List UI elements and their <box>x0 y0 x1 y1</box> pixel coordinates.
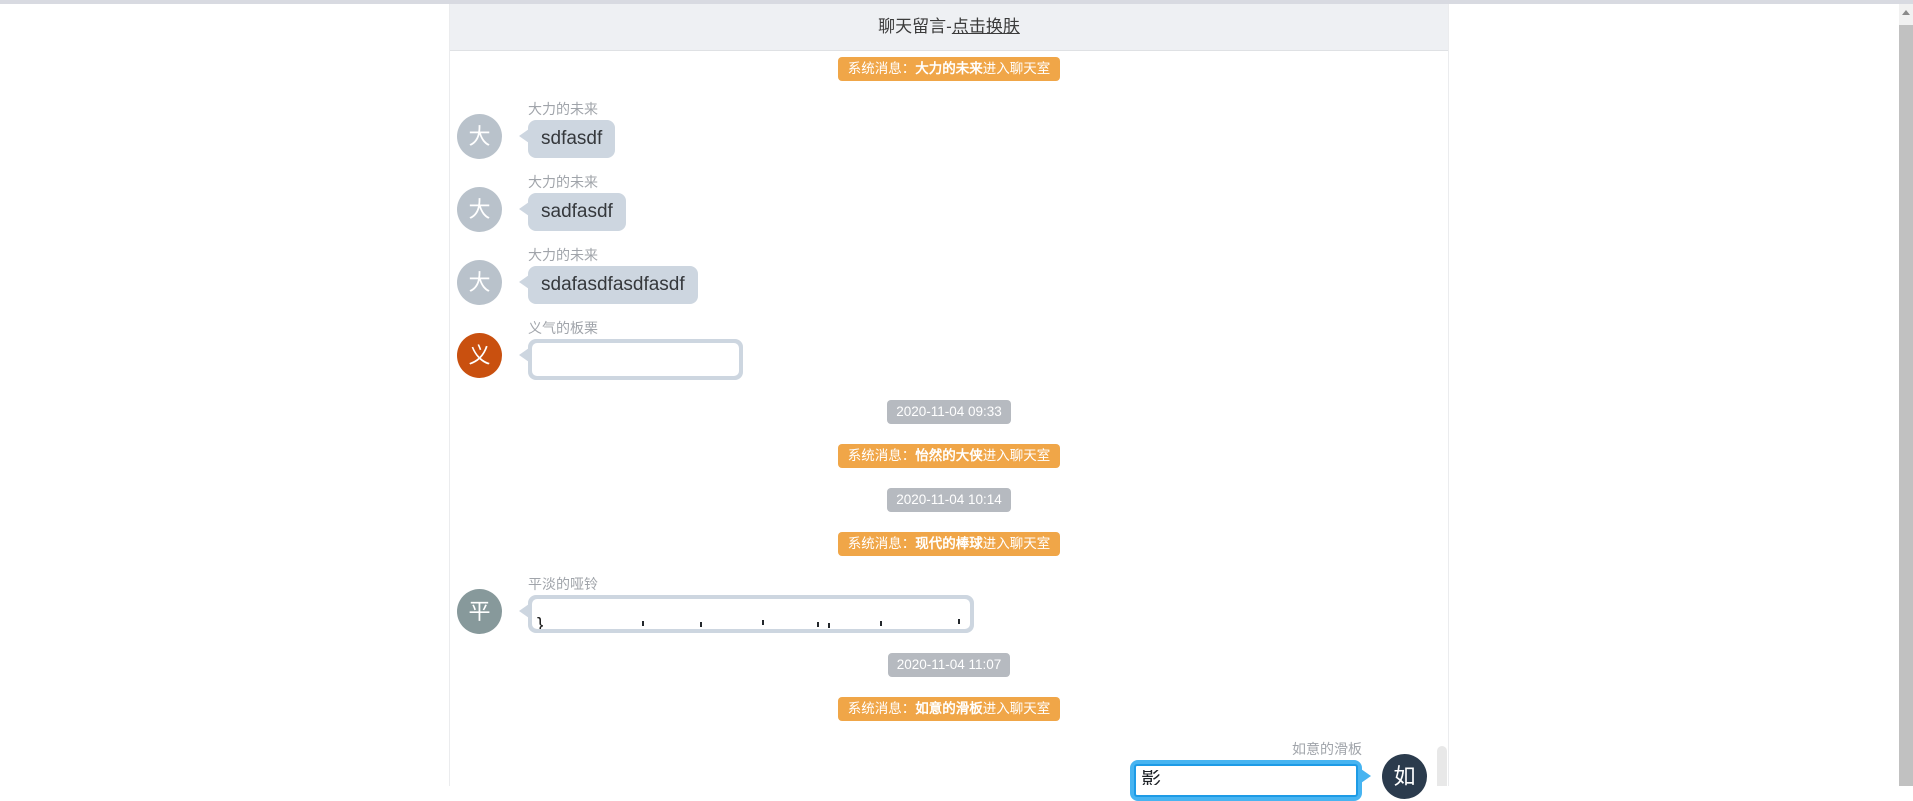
message-body: 大力的未来 sdafasdfasdfasdf <box>519 247 1438 304</box>
system-message-badge: 系统消息：现代的棒球进入聊天室 <box>837 532 1061 556</box>
window-top-edge <box>0 0 1913 4</box>
system-message-badge: 系统消息：怡然的大侠进入聊天室 <box>837 444 1061 468</box>
message-body: 大力的未来 sadfasdf <box>519 174 1438 231</box>
chat-header: 聊天留言-点击换肤 <box>450 4 1448 51</box>
empty-input-box[interactable] <box>532 343 739 376</box>
timestamp-row: 2020-11-04 11:07 <box>460 653 1438 677</box>
system-message-row: 系统消息：现代的棒球进入聊天室 <box>460 532 1438 556</box>
system-message-username: 现代的棒球 <box>915 536 983 551</box>
system-message-suffix: 进入聊天室 <box>982 536 1051 551</box>
page-title: 聊天留言- <box>878 17 952 36</box>
focused-input-box[interactable]: 影 <box>1134 764 1358 797</box>
message-body: 大力的未来 sdfasdf <box>518 101 1438 158</box>
system-message-prefix: 系统消息： <box>847 61 916 76</box>
message-bubble <box>519 339 743 380</box>
username-label: 义气的板栗 <box>528 320 598 336</box>
username-label: 大力的未来 <box>528 174 598 190</box>
change-skin-link[interactable]: 点击换肤 <box>951 17 1020 36</box>
user-avatar: 大 <box>457 260 502 305</box>
system-message-username: 大力的未来 <box>915 61 983 76</box>
message-list: 系统消息：大力的未来进入聊天室 大 大力的未来 sdfasdf 大 大力的未来 … <box>450 51 1448 801</box>
clipped-text-fragment: } <box>537 615 544 629</box>
user-avatar: 义 <box>457 333 502 378</box>
chat-message-row: 义 义气的板栗 <box>457 320 1438 380</box>
system-message-suffix: 进入聊天室 <box>982 701 1051 716</box>
username-label: 大力的未来 <box>528 247 598 263</box>
timestamp-badge: 2020-11-04 09:33 <box>887 400 1011 424</box>
timestamp-badge: 2020-11-04 10:14 <box>887 488 1011 512</box>
message-bubble: sdfasdf <box>518 120 616 158</box>
username-label: 大力的未来 <box>528 101 598 117</box>
system-message-badge: 系统消息：如意的滑板进入聊天室 <box>837 697 1061 721</box>
chat-panel: 聊天留言-点击换肤 系统消息：大力的未来进入聊天室 大 大力的未来 sdfasd… <box>449 4 1449 801</box>
system-message-suffix: 进入聊天室 <box>982 61 1051 76</box>
clipped-text-box[interactable]: } <box>532 599 970 629</box>
message-bubble: sadfasdf <box>519 193 626 231</box>
username-label: 平淡的哑铃 <box>528 576 598 592</box>
message-body: 如意的滑板 影 <box>460 741 1371 801</box>
message-bubble: sdafasdfasdfasdf <box>519 266 698 304</box>
panel-scrollbar-thumb[interactable] <box>1437 746 1447 786</box>
message-body: 平淡的哑铃 } <box>519 576 1438 633</box>
chat-message-row: 如 如意的滑板 影 <box>460 741 1438 801</box>
chat-message-row: 大 大力的未来 sdfasdf <box>457 101 1438 159</box>
scroll-up-arrow-icon <box>1902 10 1910 15</box>
system-message-badge: 系统消息：大力的未来进入聊天室 <box>837 57 1061 81</box>
timestamp-row: 2020-11-04 10:14 <box>460 488 1438 512</box>
user-avatar: 如 <box>1382 754 1427 799</box>
browser-scrollbar[interactable] <box>1899 4 1913 786</box>
system-message-row: 系统消息：如意的滑板进入聊天室 <box>460 697 1438 721</box>
user-avatar: 平 <box>457 589 502 634</box>
scroll-up-button[interactable] <box>1899 4 1913 21</box>
timestamp-badge: 2020-11-04 11:07 <box>887 653 1011 677</box>
chat-message-row: 平 平淡的哑铃 } <box>457 576 1438 634</box>
browser-scrollbar-thumb[interactable] <box>1899 25 1913 786</box>
chat-message-row: 大 大力的未来 sdafasdfasdfasdf <box>457 247 1438 305</box>
system-message-username: 如意的滑板 <box>915 701 983 716</box>
system-message-prefix: 系统消息： <box>847 448 916 463</box>
username-label: 如意的滑板 <box>1292 741 1362 757</box>
system-message-row: 系统消息：大力的未来进入聊天室 <box>460 57 1438 81</box>
timestamp-row: 2020-11-04 09:33 <box>460 400 1438 424</box>
user-avatar: 大 <box>457 114 502 159</box>
message-bubble: } <box>519 595 974 633</box>
chat-message-row: 大 大力的未来 sadfasdf <box>457 174 1438 232</box>
system-message-row: 系统消息：怡然的大侠进入聊天室 <box>460 444 1438 468</box>
message-body: 义气的板栗 <box>519 320 1438 380</box>
system-message-username: 怡然的大侠 <box>915 448 983 463</box>
system-message-prefix: 系统消息： <box>847 536 916 551</box>
system-message-suffix: 进入聊天室 <box>982 448 1051 463</box>
system-message-prefix: 系统消息： <box>847 701 916 716</box>
clipped-text-fragment: 影 <box>1141 770 1161 785</box>
message-bubble: 影 <box>1130 760 1371 801</box>
user-avatar: 大 <box>457 187 502 232</box>
